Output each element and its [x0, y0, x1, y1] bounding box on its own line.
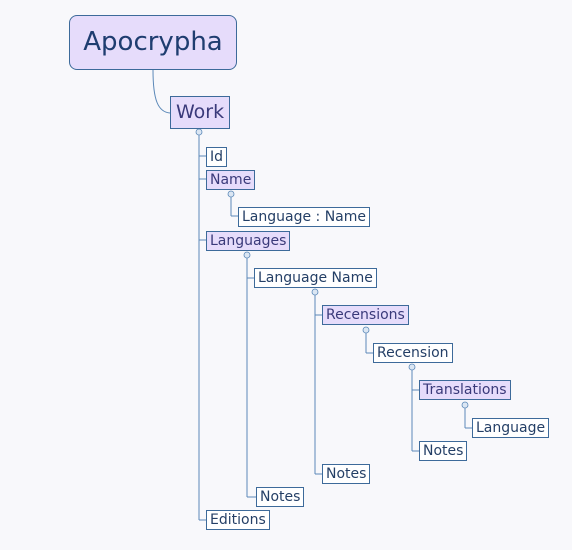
node-id[interactable]: Id — [206, 147, 228, 167]
collapse-languages-icon[interactable] — [243, 251, 251, 259]
collapse-name-icon[interactable] — [227, 190, 235, 198]
node-language-name-pair[interactable]: Language : Name — [238, 207, 371, 227]
collapse-work-icon[interactable] — [195, 128, 203, 136]
node-notes-language-name[interactable]: Notes — [322, 464, 371, 484]
node-recension[interactable]: Recension — [373, 343, 453, 363]
node-name[interactable]: Name — [206, 170, 256, 190]
node-language[interactable]: Language — [472, 418, 550, 438]
node-translations[interactable]: Translations — [419, 380, 511, 400]
node-work[interactable]: Work — [170, 96, 231, 129]
collapse-translations-icon[interactable] — [461, 401, 469, 409]
node-languages[interactable]: Languages — [206, 231, 291, 251]
node-recensions[interactable]: Recensions — [322, 305, 409, 325]
node-language-name[interactable]: Language Name — [254, 268, 377, 288]
collapse-language-name-icon[interactable] — [311, 288, 319, 296]
collapse-recensions-icon[interactable] — [362, 326, 370, 334]
root-topic[interactable]: Apocrypha — [69, 15, 237, 70]
node-editions[interactable]: Editions — [206, 510, 270, 530]
collapse-recension-icon[interactable] — [408, 363, 416, 371]
node-notes-languages[interactable]: Notes — [256, 487, 305, 507]
node-notes-recension[interactable]: Notes — [419, 441, 468, 461]
